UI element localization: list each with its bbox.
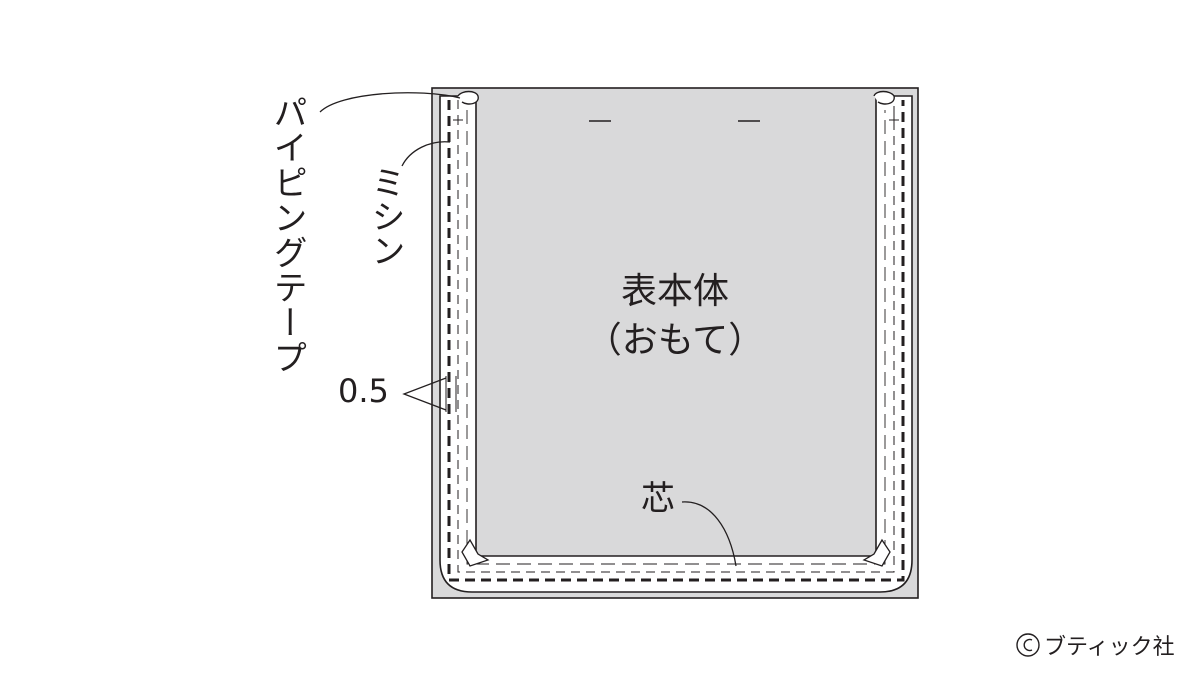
label-mishin: ミシン	[368, 165, 405, 267]
label-seam-allowance: 0.5	[338, 372, 389, 410]
label-core: 芯	[641, 479, 675, 519]
corner-fold-right	[862, 538, 891, 567]
copyright-text: ブティック社	[1044, 635, 1175, 660]
edge-stitch-line	[466, 110, 886, 565]
tape-end-right	[873, 90, 895, 105]
piping-cord-line	[457, 100, 895, 573]
tape-end-left	[457, 90, 479, 105]
corner-fold-left	[461, 538, 490, 567]
body-piece	[476, 96, 876, 556]
label-piping-tape: パイピングテープ	[270, 95, 307, 375]
leader-piping-tape	[319, 92, 461, 113]
label-body-line2: （おもて）	[586, 320, 765, 361]
label-body-line1: 表本体	[621, 271, 729, 312]
leader-mishin	[401, 141, 451, 167]
copyright-circle-icon	[1016, 633, 1040, 657]
leader-seam-allowance	[402, 377, 447, 411]
leader-core	[681, 501, 737, 567]
machine-stitch-line	[447, 100, 905, 582]
piping-tape-band	[439, 95, 913, 593]
